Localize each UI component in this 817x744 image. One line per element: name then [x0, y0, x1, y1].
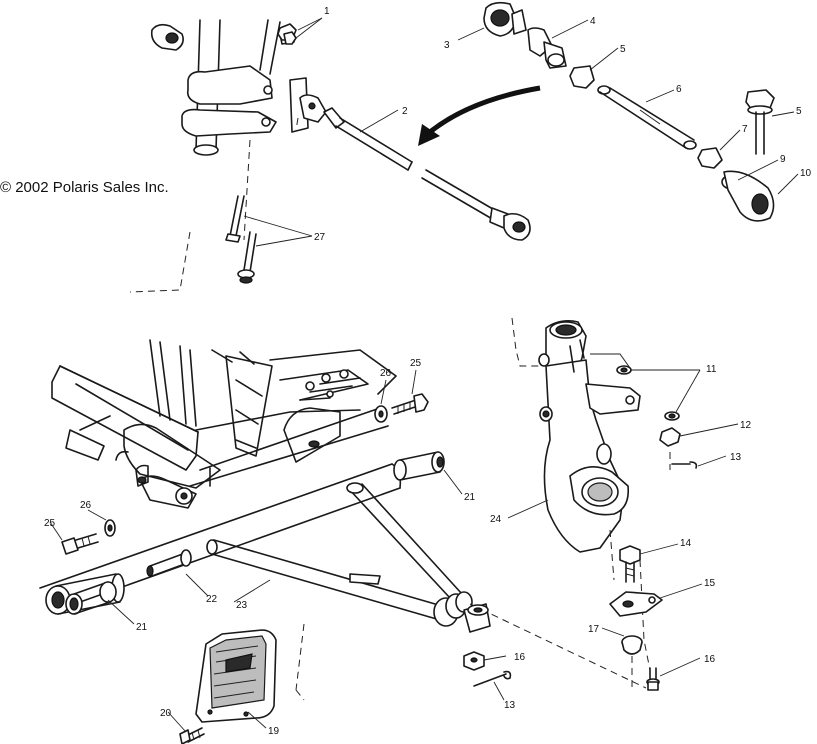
part-12-nut: [659, 427, 681, 447]
callout-10: 10: [800, 168, 812, 179]
part-10-rod-end: [723, 170, 775, 222]
callout-11: 11: [706, 364, 717, 375]
part-17-ball-joint: [621, 635, 643, 690]
part-8-bolt: [745, 89, 775, 155]
callout-7: 7: [742, 124, 748, 135]
part-25-bolt-upper: [391, 393, 429, 415]
part-26-washer-upper: [374, 405, 388, 423]
callout-21-a: 21: [464, 492, 476, 503]
part-21-bushing-upper: [393, 451, 445, 481]
part-16-bolt: [646, 667, 660, 691]
part-25-bolt-lower: [61, 533, 99, 555]
part-3-rod-end: [483, 1, 527, 37]
part-1-nuts: [277, 23, 297, 45]
callout-5-b: 5: [796, 106, 802, 117]
callout-13-a: 13: [730, 452, 742, 463]
callout-20: 20: [160, 708, 172, 719]
part-13-cotter-pin-upper: [669, 452, 698, 470]
callout-3: 3: [444, 40, 450, 51]
frame-section: [51, 339, 397, 509]
callout-6: 6: [676, 84, 682, 95]
part-15-bracket: [609, 591, 663, 617]
part-14-bolt: [619, 545, 651, 671]
part-24-spindle: [511, 317, 641, 581]
part-26-washer-lower: [104, 519, 116, 537]
callout-13-b: 13: [504, 700, 516, 711]
part-11-washers: [590, 353, 680, 421]
callout-26-a: 26: [380, 368, 392, 379]
ball-joint-bushing: [463, 603, 491, 633]
callout-27: 27: [314, 232, 326, 243]
callout-14: 14: [680, 538, 692, 549]
callout-19: 19: [268, 726, 280, 737]
part-19-skid-plate: [195, 629, 277, 723]
part-6-rod: [597, 85, 697, 150]
part-20-screw: [179, 727, 205, 744]
callout-16-b: 16: [704, 654, 716, 665]
callout-22: 22: [206, 594, 218, 605]
callout-12: 12: [740, 420, 752, 431]
callout-25-a: 25: [410, 358, 422, 369]
callout-21-b: 21: [136, 622, 148, 633]
leader-lines: [49, 17, 799, 733]
callout-15: 15: [704, 578, 716, 589]
part-27-screws: [129, 139, 257, 293]
callout-9: 9: [780, 154, 786, 165]
part-7-nut: [697, 147, 723, 169]
callout-4: 4: [590, 16, 596, 27]
part-21-bushing-lower: [65, 581, 117, 615]
callout-labels: 1 2 3 4 5 6 5 7 9 10 27 25 26 11 12 13 2…: [44, 6, 812, 737]
callout-17: 17: [588, 624, 600, 635]
part-13-cotter-pin-lower: [473, 670, 512, 687]
part-22-pin: [146, 549, 192, 577]
callout-5-a: 5: [620, 44, 626, 55]
part-2-tie-rod: [295, 94, 531, 241]
callout-1: 1: [324, 6, 330, 17]
a-arm: [39, 463, 647, 701]
callout-26-b: 26: [80, 500, 92, 511]
part-18-castle-nut: [463, 651, 485, 671]
part-4-fitting: [527, 27, 567, 69]
callout-16-a: 16: [514, 652, 526, 663]
direction-arrow: [418, 85, 541, 146]
callout-2: 2: [402, 106, 408, 117]
callout-25-b: 25: [44, 518, 56, 529]
copyright-notice: © 2002 Polaris Sales Inc.: [0, 179, 169, 196]
callout-24: 24: [490, 514, 502, 525]
callout-23: 23: [236, 600, 248, 611]
part-5-nut: [569, 65, 595, 89]
